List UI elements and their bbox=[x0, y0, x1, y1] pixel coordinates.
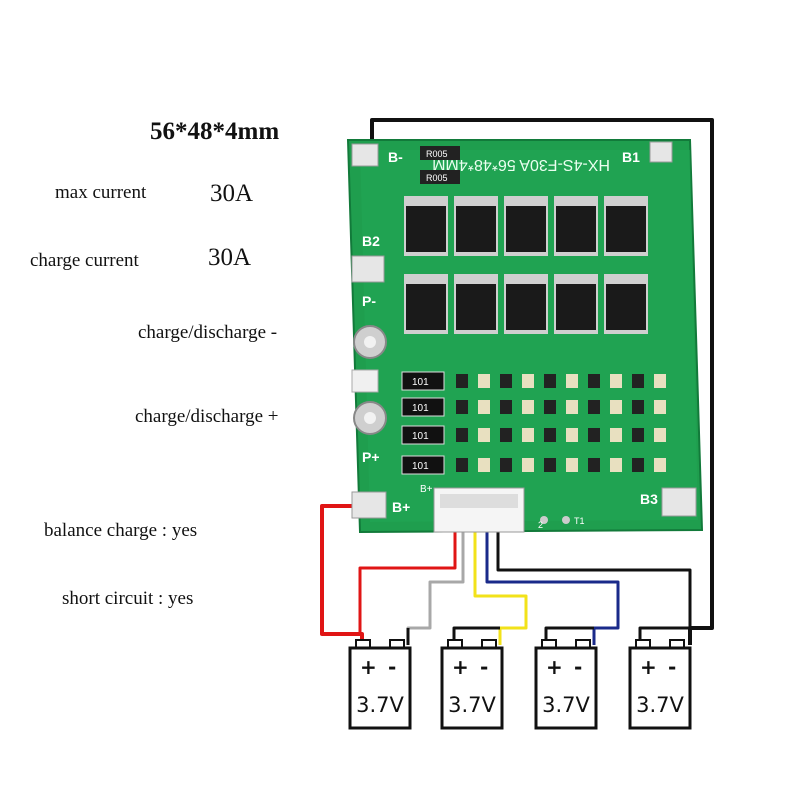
pad-bplus bbox=[351, 491, 387, 519]
cell-voltage: 3.7V bbox=[636, 693, 684, 717]
label-b3: B3 bbox=[640, 491, 658, 507]
label-b1: B1 bbox=[622, 149, 640, 165]
cell-plus: + bbox=[546, 655, 563, 679]
resistor-code: 101 bbox=[412, 403, 429, 414]
mosfet bbox=[404, 196, 448, 256]
label-b2: B2 bbox=[362, 233, 380, 249]
resistor-code: 101 bbox=[412, 431, 429, 442]
resistor-101: 101 bbox=[401, 425, 666, 445]
cell-minus: - bbox=[668, 655, 676, 679]
wire-yellow-balance bbox=[473, 530, 528, 645]
charge-discharge-minus-label: charge/discharge - bbox=[138, 322, 278, 343]
pad-b3 bbox=[661, 487, 697, 517]
resistor-code: 101 bbox=[412, 377, 429, 388]
pad-bminus bbox=[351, 143, 379, 167]
balance-charge-label: balance charge : yes bbox=[44, 520, 198, 541]
cell-plus: + bbox=[360, 655, 377, 679]
wire-red-balance bbox=[358, 530, 457, 634]
mosfet bbox=[454, 196, 498, 256]
pad-b1 bbox=[649, 141, 673, 163]
cell-voltage: 3.7V bbox=[448, 693, 496, 717]
mosfet bbox=[454, 274, 498, 334]
wire-black-balance bbox=[496, 530, 692, 628]
mosfet bbox=[504, 196, 548, 256]
board-dimensions: 56*48*4mm bbox=[150, 118, 280, 145]
svg-text:T1: T1 bbox=[574, 516, 585, 526]
charge-current-label: charge current bbox=[30, 250, 139, 271]
cell-plus: + bbox=[452, 655, 469, 679]
resistor-r005-2 bbox=[420, 170, 460, 184]
side-resistors: 101 101 101 101 bbox=[401, 371, 666, 475]
cell-minus: - bbox=[388, 655, 396, 679]
svg-text:2: 2 bbox=[538, 520, 543, 530]
svg-text:R005: R005 bbox=[426, 173, 448, 183]
pad-b2 bbox=[351, 255, 385, 283]
silkscreen-model: HX-4S-F30A 56*48*4MM bbox=[432, 156, 610, 173]
max-current-label: max current bbox=[55, 182, 147, 203]
test-point-t1 bbox=[562, 516, 570, 524]
cell-minus: - bbox=[480, 655, 488, 679]
max-current-value: 30A bbox=[210, 180, 254, 207]
resistor-101: 101 bbox=[401, 455, 666, 475]
label-bminus: B- bbox=[388, 149, 403, 165]
cell-plus: + bbox=[640, 655, 657, 679]
battery-cell: +- 3.7V bbox=[440, 639, 504, 730]
short-circuit-label: short circuit : yes bbox=[62, 588, 194, 609]
label-bplus: B+ bbox=[392, 499, 410, 515]
resistor-r005-1 bbox=[420, 146, 460, 160]
charge-discharge-plus-label: charge/discharge + bbox=[135, 406, 279, 427]
mosfet bbox=[604, 274, 648, 334]
mosfet bbox=[504, 274, 548, 334]
charge-current-value: 30A bbox=[208, 244, 252, 271]
mosfet-array bbox=[404, 196, 648, 334]
mosfet bbox=[604, 196, 648, 256]
battery-cells: +-3.7V+-3.7V+-3.7V+-3.7V bbox=[348, 639, 692, 730]
test-point-2 bbox=[540, 516, 548, 524]
svg-text:R005: R005 bbox=[426, 149, 448, 159]
cell-voltage: 3.7V bbox=[542, 693, 590, 717]
label-pplus: P+ bbox=[362, 449, 380, 465]
resistor-101: 101 bbox=[401, 397, 666, 417]
label-pminus: P- bbox=[362, 293, 376, 309]
wire-blue-balance bbox=[485, 530, 620, 645]
battery-cell: +- 3.7V bbox=[534, 639, 598, 730]
resistor-101: 101 bbox=[401, 371, 666, 391]
mosfet bbox=[554, 274, 598, 334]
battery-cell: +- 3.7V bbox=[628, 639, 692, 730]
connector-label: B+ bbox=[420, 484, 433, 495]
mosfet bbox=[554, 196, 598, 256]
mosfet bbox=[404, 274, 448, 334]
resistor-code: 101 bbox=[412, 461, 429, 472]
wire-black-bminus bbox=[370, 118, 714, 645]
cell-voltage: 3.7V bbox=[356, 693, 404, 717]
wire-red-bplus bbox=[320, 504, 364, 645]
pcb-board: HX-4S-F30A 56*48*4MM R005 R005 B- B1 B2 … bbox=[346, 139, 704, 534]
battery-cell: +- 3.7V bbox=[348, 639, 412, 730]
cell-minus: - bbox=[574, 655, 582, 679]
